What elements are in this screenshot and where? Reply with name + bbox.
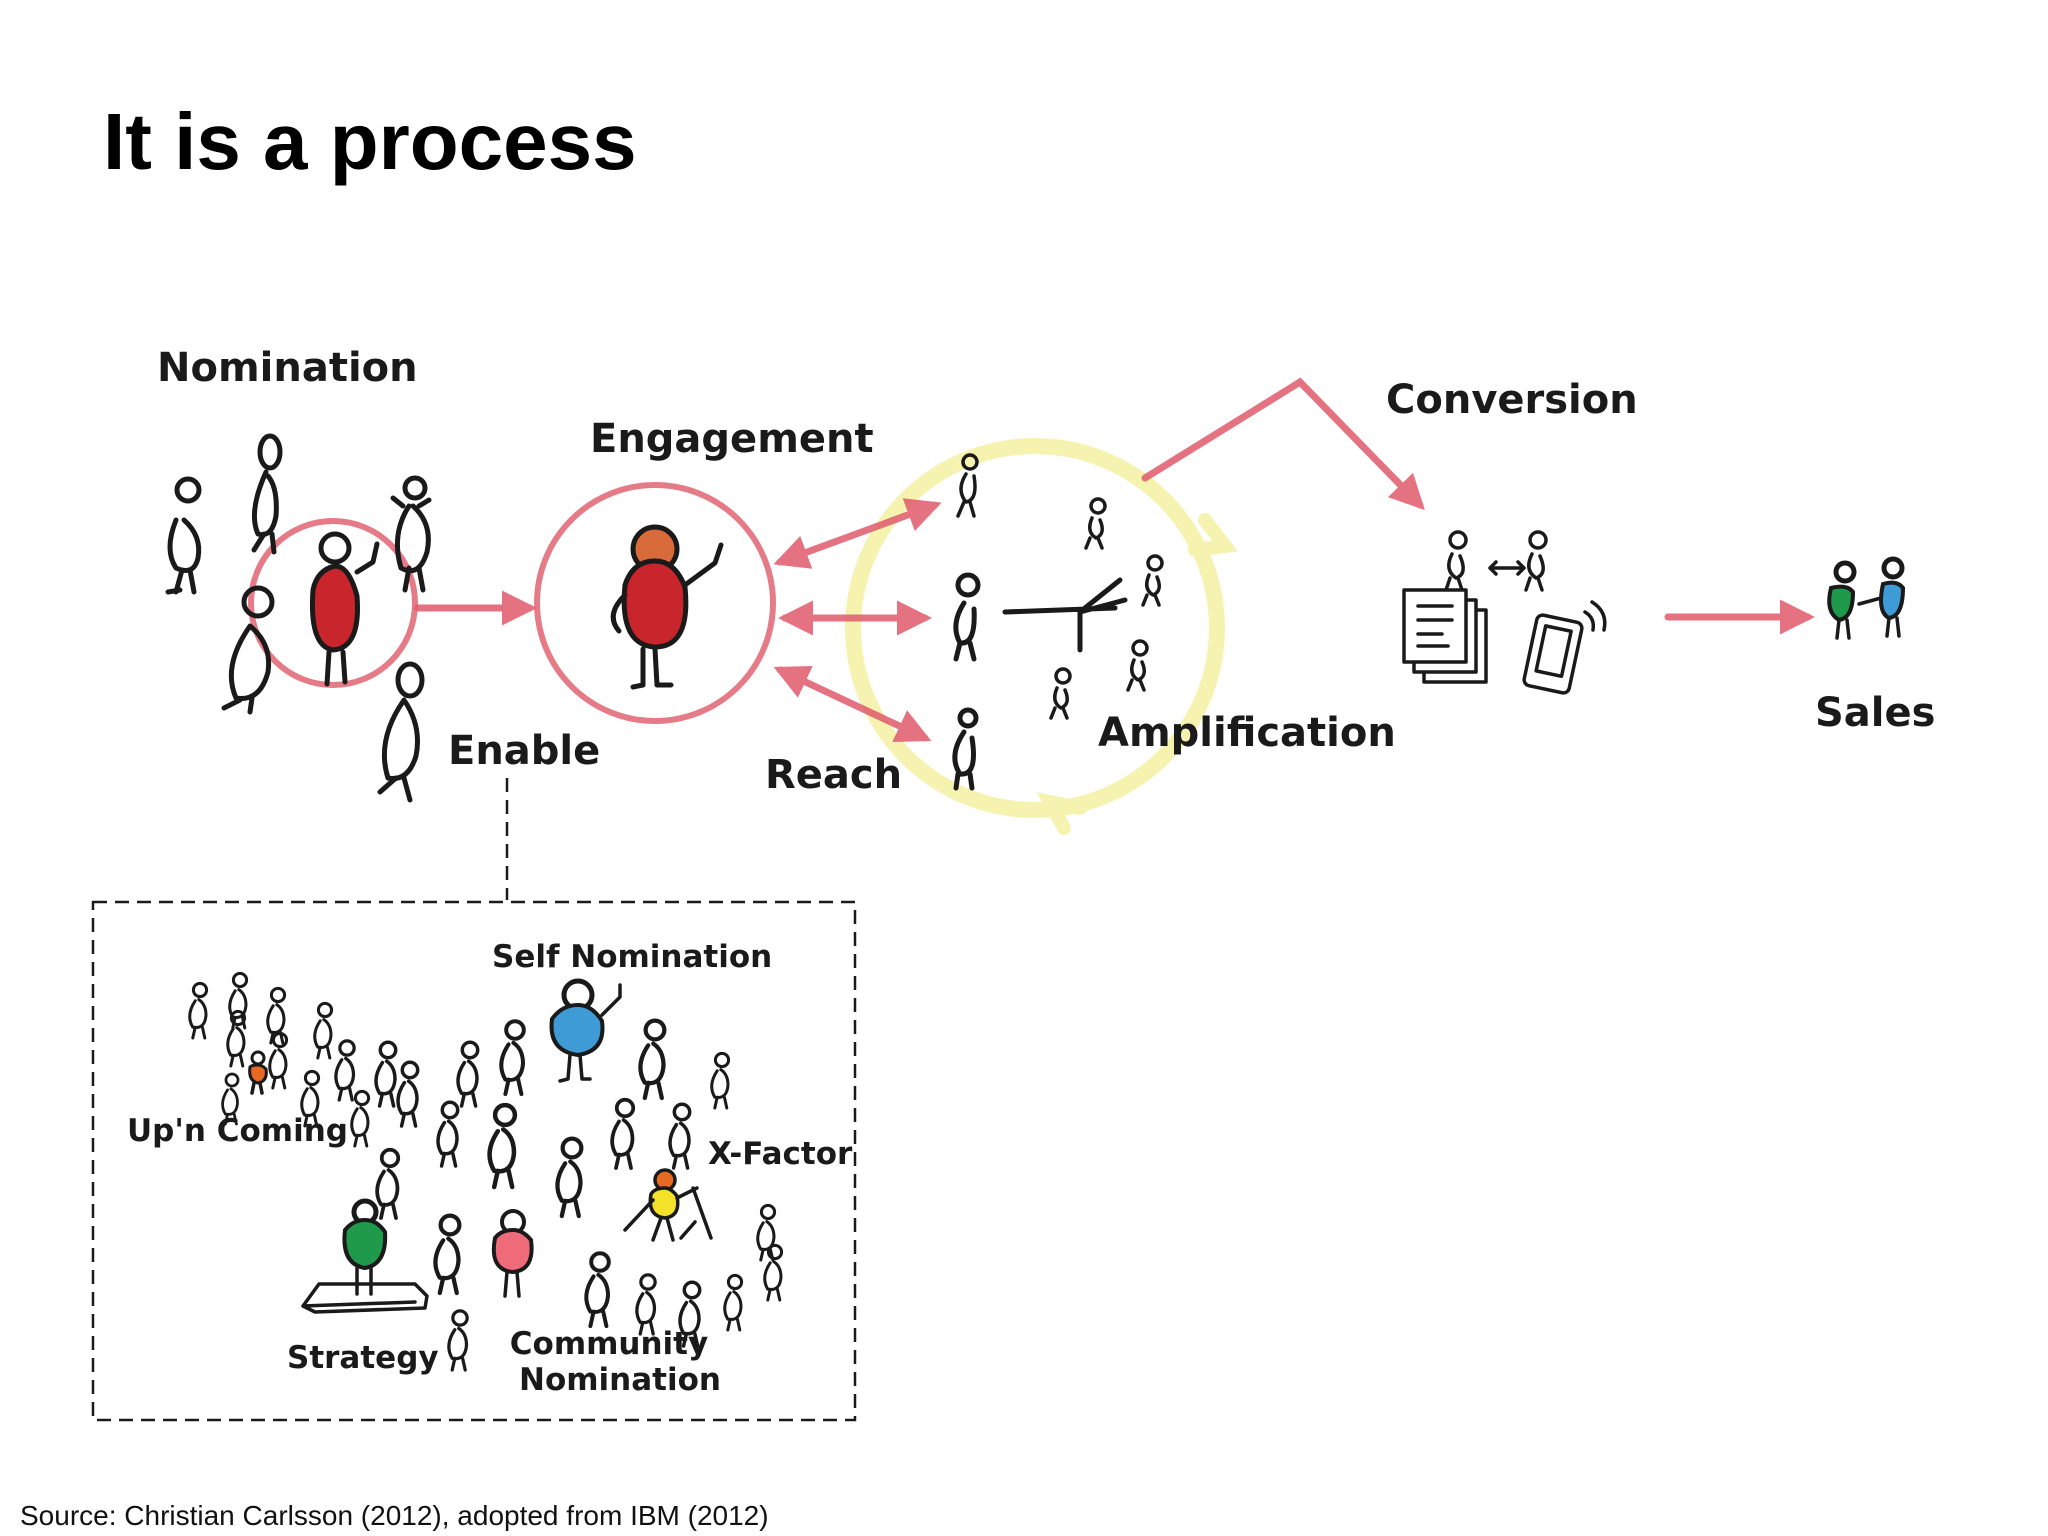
label-up-n-coming: Up'n Coming: [127, 1113, 348, 1149]
crowd-figure: [635, 1273, 657, 1336]
mobile-device-icon: [1522, 600, 1607, 695]
crowd-figure: [313, 1001, 334, 1060]
slide-title: It is a process: [103, 97, 637, 186]
crowd-figure: [447, 1309, 469, 1372]
crowd-figure: [375, 1147, 401, 1220]
crowd-figure: [374, 1040, 398, 1108]
stage-label-amplification: Amplification: [1098, 710, 1396, 756]
crowd-figure: [710, 1051, 731, 1110]
crowd-figure: [678, 1280, 702, 1348]
crowd-figure: [268, 1031, 289, 1090]
arrow-to-conversion: [1141, 377, 1425, 511]
label-community-nomination: Community Nomination: [505, 1326, 725, 1398]
stage-label-enable: Enable: [448, 728, 601, 774]
arrow-reach-bottom: [773, 666, 932, 742]
crowd-figure: [610, 1097, 636, 1170]
stage-label-engagement: Engagement: [590, 416, 874, 462]
stage-label-conversion: Conversion: [1386, 377, 1638, 423]
crowd-figure: [723, 1273, 744, 1332]
crowd-figure: [456, 1040, 480, 1108]
documents-icon: [1402, 588, 1488, 684]
amplification-loop: [845, 438, 1238, 835]
x-factor-yellow-figure: [623, 1168, 713, 1242]
crowd-figure: [756, 1203, 777, 1262]
label-community-line2: Nomination: [519, 1362, 721, 1398]
crowd-figure: [188, 981, 209, 1040]
crowd-figure: [487, 1102, 518, 1190]
crowd-figure: [555, 1136, 584, 1219]
engagement-circle: [534, 482, 776, 724]
sales-figures: [1827, 556, 1906, 640]
crowd-figure: [226, 1009, 247, 1068]
amplification-figures: [1002, 497, 1164, 720]
nomination-figures: [165, 433, 432, 803]
source-citation: Source: Christian Carlsson (2012), adopt…: [20, 1500, 769, 1531]
crowd-figure: [300, 1069, 321, 1128]
crowd-figure: [668, 1102, 692, 1170]
self-nomination-blue-figure: [549, 978, 622, 1083]
enable-detail-frame: [91, 778, 857, 1422]
community-pink-figure: [491, 1209, 534, 1298]
reach-figures: [952, 453, 981, 791]
crowd-figure: [584, 1251, 611, 1329]
engaged-red-figure: [610, 524, 724, 690]
crowd-figure: [499, 1019, 526, 1097]
label-self-nomination: Self Nomination: [492, 939, 773, 975]
exchange-arrow-icon: [1488, 560, 1526, 576]
crowd-figure: [763, 1243, 784, 1302]
crowd-figure: [221, 1072, 240, 1126]
crowd-figure: [396, 1060, 420, 1128]
crowd-figure: [350, 1089, 371, 1148]
stage-label-sales: Sales: [1815, 690, 1936, 736]
arrow-reach-top: [773, 498, 942, 569]
crowd-figure: [334, 1039, 356, 1102]
up-n-coming-orange-figure: [248, 1050, 268, 1095]
conversion-icons: [1402, 530, 1607, 695]
crowd-figure: [436, 1100, 460, 1168]
label-x-factor: X-Factor: [708, 1136, 853, 1172]
label-community-line1: Community: [509, 1326, 709, 1362]
process-arrows: [414, 377, 1815, 742]
enable-detail-highlighted-figures: [248, 978, 713, 1314]
stage-label-reach: Reach: [765, 752, 903, 798]
stage-label-nomination: Nomination: [157, 345, 418, 391]
enable-detail-crowd: [188, 971, 784, 1372]
nominee-red-figure: [309, 531, 380, 687]
crowd-figure: [638, 1018, 667, 1101]
nomination-circle: [248, 518, 418, 688]
crowd-figure: [433, 1213, 462, 1296]
label-strategy: Strategy: [287, 1340, 439, 1376]
strategy-green-figure: [301, 1198, 429, 1314]
